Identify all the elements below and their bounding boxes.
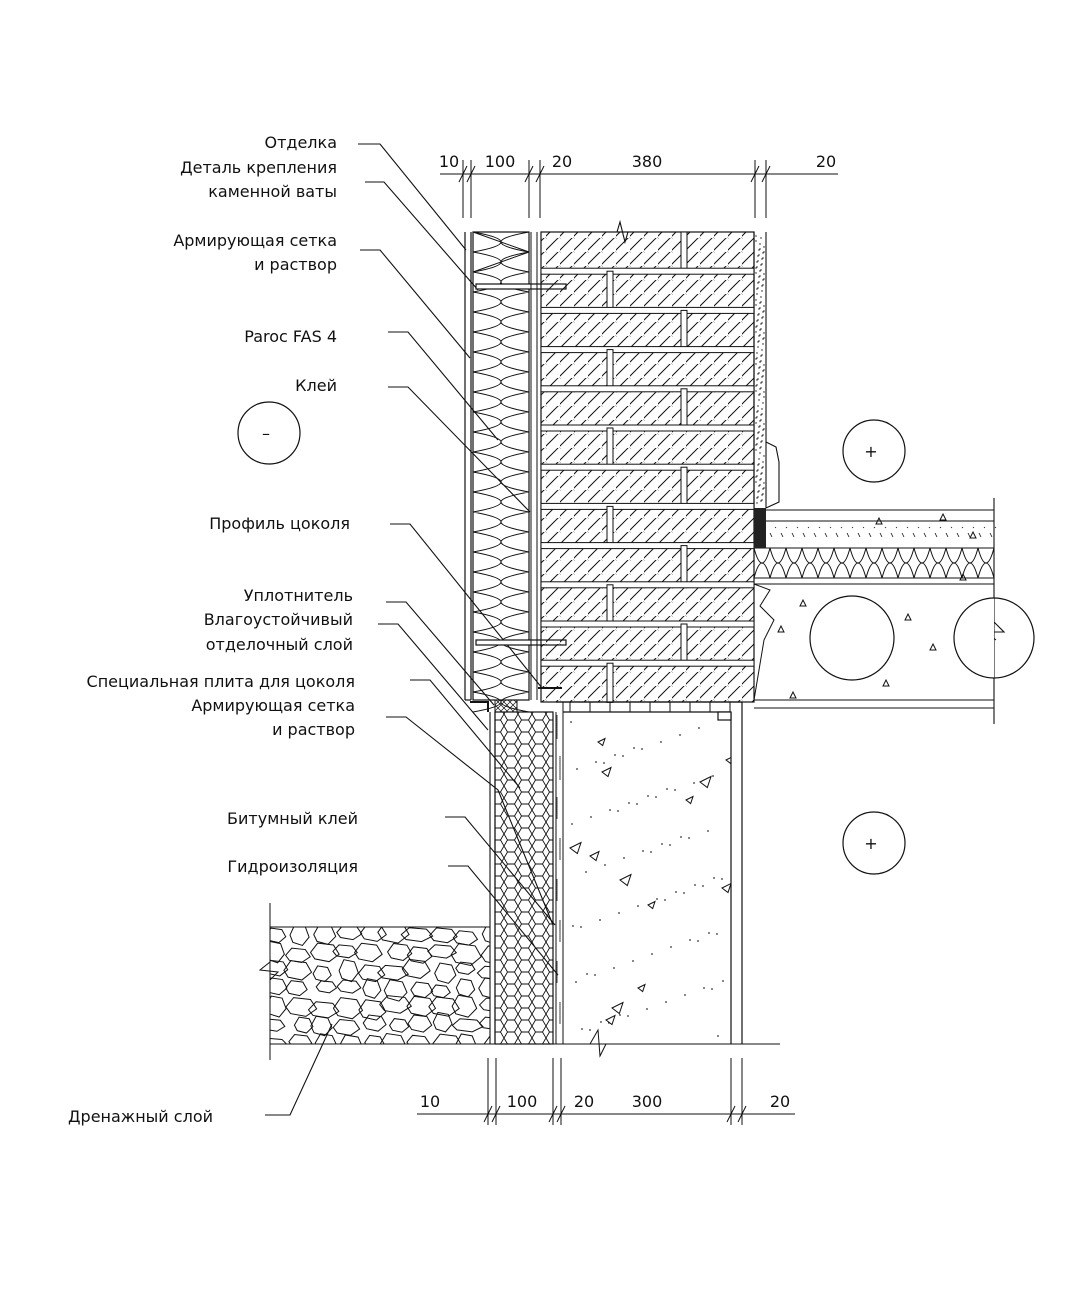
label-mesh-top-line1: Армирующая сетка	[173, 231, 337, 250]
zone-symbols	[237, 401, 906, 875]
break-symbol-top	[600, 219, 754, 245]
brick-masonry	[540, 231, 755, 703]
outside-minus-sign: –	[262, 424, 270, 443]
inside-zone-upper-symbol	[842, 419, 906, 483]
leader-glue	[388, 386, 531, 513]
slab-aggregate	[777, 512, 977, 699]
dim-top-2: 20	[552, 152, 572, 171]
foundation-top-ticks	[569, 702, 731, 712]
label-drainage: Дренажный слой	[68, 1107, 213, 1126]
outside-zone-symbol	[237, 401, 301, 465]
label-mesh-bottom-line2: и раствор	[272, 720, 355, 739]
label-moisture-line1: Влагоустойчивый	[204, 610, 353, 629]
upper-wall-finish	[464, 232, 472, 701]
plinth-board-top-mesh	[494, 699, 518, 713]
label-mesh-top-line2: и раствор	[254, 255, 337, 274]
dimension-values-top: 10 100 20 380 20	[439, 152, 836, 171]
dim-top-1: 100	[485, 152, 516, 171]
label-moisture-line2: отделочный слой	[206, 635, 353, 654]
inside-plus-sign-lower: +	[864, 834, 877, 853]
label-finish: Отделка	[264, 133, 337, 152]
dimension-values-bottom: 10 100 20 300 20	[420, 1092, 790, 1111]
concrete-aggregate	[569, 721, 731, 1037]
dim-bottom-3: 300	[632, 1092, 663, 1111]
dim-top-3: 380	[632, 152, 663, 171]
dimension-line-top	[440, 160, 838, 218]
dim-bottom-4: 20	[770, 1092, 790, 1111]
callout-labels: Отделка Деталь крепления каменной ваты А…	[68, 133, 358, 1126]
sealant-strip	[754, 508, 766, 548]
label-fastener-line1: Деталь крепления	[180, 158, 337, 177]
floor-slab	[754, 498, 1006, 724]
inside-plus-sign-upper: +	[864, 442, 877, 461]
leader-mesh-top	[360, 249, 471, 359]
label-plinth-profile: Профиль цоколя	[209, 514, 350, 533]
drainage-gravel	[258, 903, 780, 1060]
plinth-finish-layer	[489, 712, 496, 1044]
leader-drainage	[265, 1023, 333, 1116]
dim-top-0: 10	[439, 152, 459, 171]
leader-lines	[265, 143, 559, 1116]
label-mesh-bottom-line1: Армирующая сетка	[191, 696, 355, 715]
label-special-board: Специальная плита для цоколя	[87, 672, 355, 691]
leader-finish	[358, 143, 467, 251]
label-sealant: Уплотнитель	[244, 586, 353, 605]
leader-fastener	[365, 181, 479, 291]
interior-plaster	[753, 232, 780, 509]
dim-bottom-2: 20	[574, 1092, 594, 1111]
dim-top-4: 20	[816, 152, 836, 171]
leader-sealant	[386, 601, 495, 706]
hollow-core-voids	[809, 595, 1035, 681]
bitumen-waterproofing	[555, 702, 564, 1044]
leader-plinth-profile	[390, 523, 543, 689]
glue-layer	[530, 232, 542, 700]
label-bitumen-glue: Битумный клей	[227, 809, 358, 828]
leader-paroc	[388, 331, 499, 441]
bottom-break-symbol	[589, 1028, 607, 1058]
label-waterproofing: Гидроизоляция	[227, 857, 358, 876]
waterproofing-speckle	[556, 715, 561, 1024]
plinth-special-board	[494, 711, 554, 1045]
label-glue: Клей	[295, 376, 337, 395]
dim-bottom-0: 10	[420, 1092, 440, 1111]
mineral-wool-loops	[472, 231, 530, 713]
plaster-speckle	[755, 235, 765, 504]
foundation-block	[556, 701, 743, 1044]
dim-bottom-1: 100	[507, 1092, 538, 1111]
label-paroc: Paroc FAS 4	[244, 327, 337, 346]
dimension-line-bottom	[417, 1058, 795, 1125]
plinth-profile	[470, 687, 562, 712]
slab-break-left	[753, 583, 775, 701]
floor-insulation	[753, 526, 997, 579]
label-fastener-line2: каменной ваты	[208, 182, 337, 201]
leader-moisture	[378, 623, 489, 731]
inside-zone-lower-symbol	[842, 811, 906, 875]
